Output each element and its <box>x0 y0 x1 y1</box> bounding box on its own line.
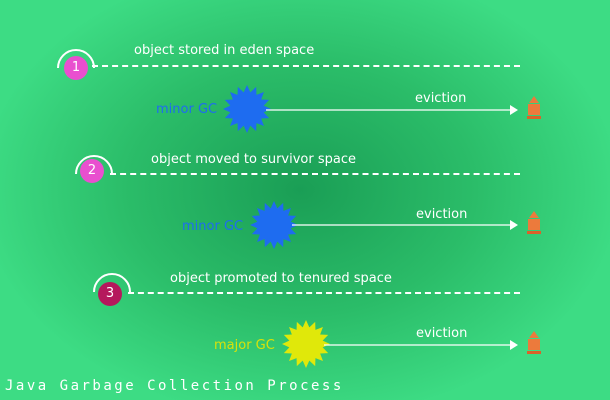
stage-3-eviction-arrow <box>324 340 518 350</box>
stage-3-arc <box>93 273 131 293</box>
stage-3-eviction-label: eviction <box>416 326 468 341</box>
stage-2-dashed-line <box>110 173 520 175</box>
footer-title: Java Garbage Collection Process <box>5 378 344 394</box>
starburst-icon <box>282 320 330 368</box>
trash-bin-icon <box>527 211 541 234</box>
stage-1-label: object stored in eden space <box>134 43 315 58</box>
stage-1-gc-label: minor GC <box>156 102 218 117</box>
trash-bin-icon <box>527 96 541 119</box>
stage-3-number: 3 <box>98 282 122 306</box>
stage-1-number: 1 <box>64 56 88 80</box>
starburst-icon <box>223 85 271 133</box>
stage-1-eviction-label: eviction <box>415 91 467 106</box>
stage-1-arc <box>57 49 95 69</box>
stage-1-dashed-line <box>92 65 520 67</box>
stage-2-gc-label: minor GC <box>182 219 244 234</box>
stage-2-number: 2 <box>80 159 104 183</box>
starburst-icon <box>250 201 298 249</box>
stage-3-label: object promoted to tenured space <box>170 271 392 286</box>
stage-2-eviction-label: eviction <box>416 207 468 222</box>
stage-2-label: object moved to survivor space <box>151 152 356 167</box>
stage-2-arc <box>75 155 113 175</box>
stage-1-eviction-arrow <box>266 105 518 115</box>
stage-3-dashed-line <box>128 292 520 294</box>
trash-bin-icon <box>527 331 541 354</box>
stage-3-gc-label: major GC <box>214 338 275 353</box>
stage-2-eviction-arrow <box>292 220 518 230</box>
